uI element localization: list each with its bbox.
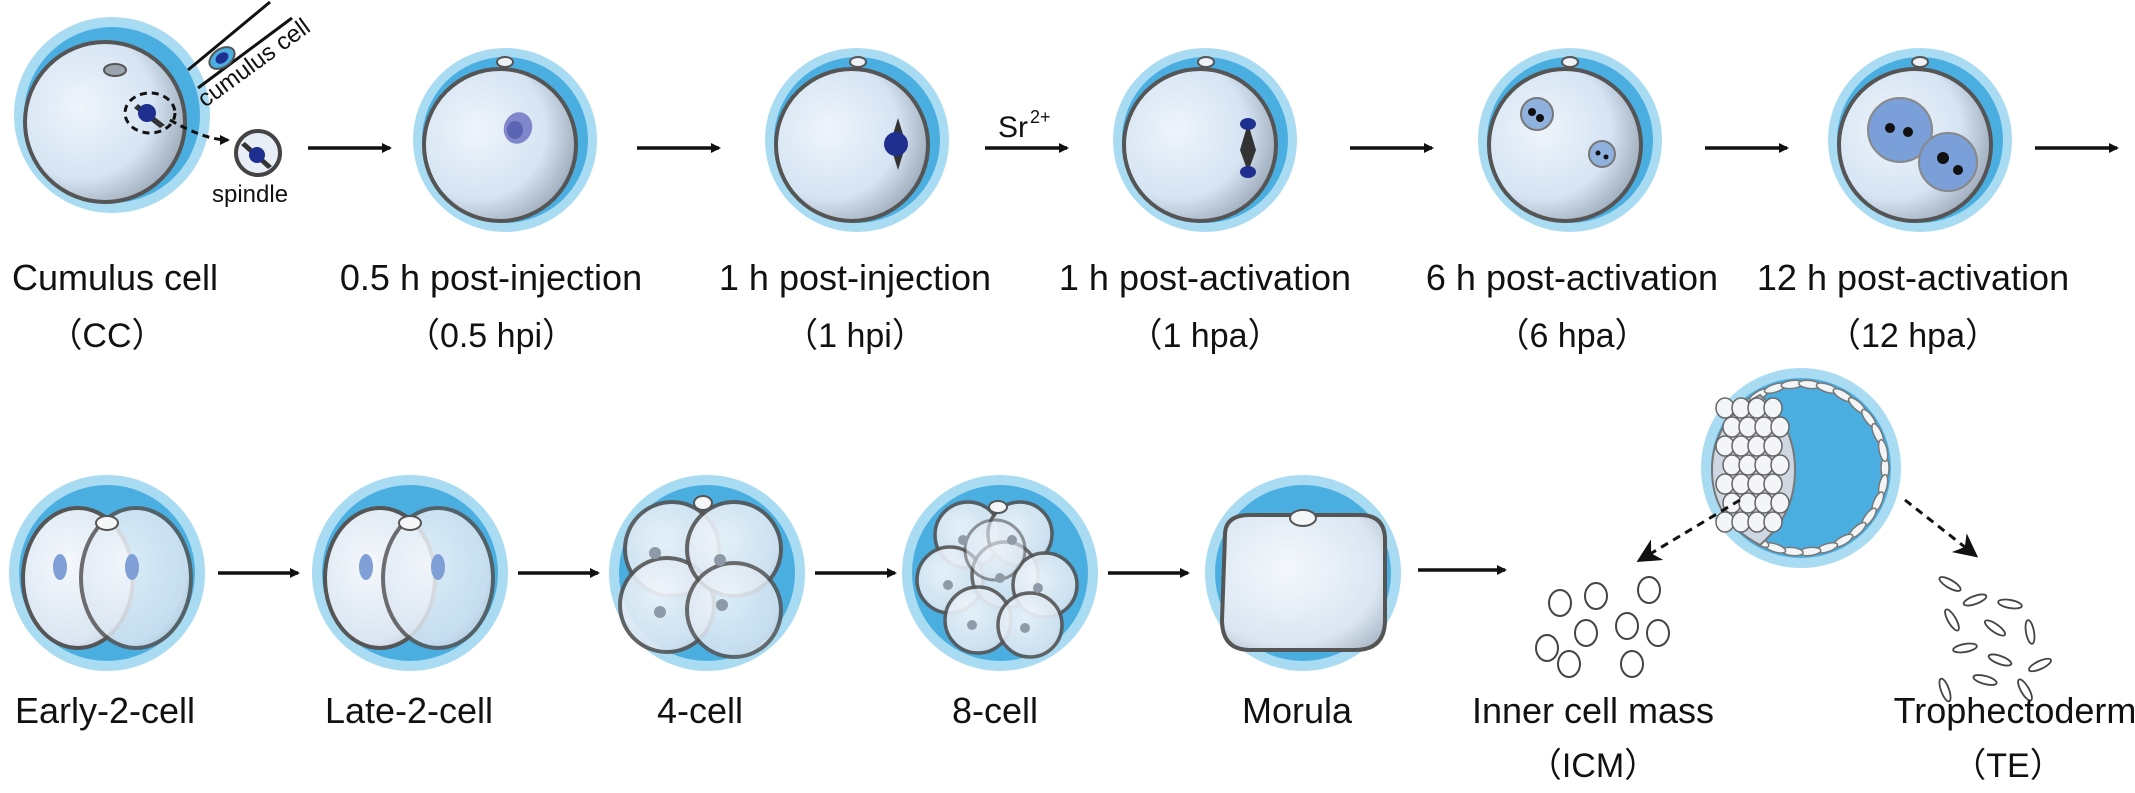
sublabel-te: （TE） bbox=[1952, 747, 2063, 785]
icm-cell-isolated bbox=[1535, 634, 1559, 662]
icm-cell bbox=[1770, 416, 1790, 438]
stage-cumulus-cell: spindle cumulus cell bbox=[14, 0, 315, 213]
icm-cell bbox=[1763, 397, 1783, 419]
te-cell-isolated bbox=[1952, 642, 1978, 654]
stage-6-hpa bbox=[1478, 48, 1662, 232]
stage-0-5-hpi bbox=[413, 48, 597, 232]
cumulus-cell-inset: cumulus cell bbox=[187, 0, 315, 113]
label-morula: Morula bbox=[1242, 690, 1353, 731]
icm-isolated-cells bbox=[1535, 576, 1670, 678]
sublabel-cc: （CC） bbox=[48, 317, 165, 355]
icm-cell-isolated bbox=[1557, 650, 1581, 678]
stage-8-cell bbox=[902, 475, 1098, 671]
spindle-selection-circle bbox=[123, 91, 177, 135]
row1-labels: Cumulus cell （CC） 0.5 h post-injection （… bbox=[12, 257, 2069, 355]
te-cell-isolated bbox=[2028, 657, 2052, 673]
strontium-charge: 2+ bbox=[1030, 107, 1051, 127]
stage-morula bbox=[1205, 475, 1401, 671]
te-ring-cell bbox=[1877, 438, 1889, 463]
sublabel-0-5-hpi: （0.5 hpi） bbox=[406, 317, 576, 355]
stage-late-2-cell bbox=[312, 475, 508, 671]
label-cumulus-cell: Cumulus cell bbox=[12, 257, 218, 298]
icm-cell-isolated bbox=[1620, 650, 1644, 678]
row2-labels: Early-2-cell Late-2-cell 4-cell 8-cell M… bbox=[15, 690, 2135, 785]
sublabel-12-hpa: （12 hpa） bbox=[1827, 317, 1999, 355]
strontium-activation: Sr 2+ bbox=[985, 107, 1069, 153]
te-cell-isolated bbox=[1938, 576, 1962, 592]
icm-cell bbox=[1763, 473, 1783, 495]
sublabel-icm: （ICM） bbox=[1528, 747, 1658, 785]
icm-cell-isolated bbox=[1615, 612, 1639, 640]
arrow-to-icm bbox=[1636, 498, 1741, 563]
icm-cell bbox=[1770, 492, 1790, 514]
te-cell-isolated bbox=[1997, 598, 2023, 610]
stage-12-hpa bbox=[1828, 48, 2012, 232]
te-cell-isolated bbox=[1984, 619, 2006, 637]
te-cell-isolated bbox=[2024, 619, 2036, 645]
label-4-cell: 4-cell bbox=[657, 690, 743, 731]
spindle-label: spindle bbox=[212, 181, 288, 208]
strontium-label: Sr bbox=[998, 111, 1028, 144]
icm-cell bbox=[1770, 454, 1790, 476]
label-0-5-hpi: 0.5 h post-injection bbox=[340, 257, 642, 298]
te-cell-isolated bbox=[1944, 608, 1960, 632]
label-8-cell: 8-cell bbox=[952, 690, 1038, 731]
icm-cell bbox=[1763, 435, 1783, 457]
label-12-hpa: 12 h post-activation bbox=[1757, 257, 2069, 298]
sublabel-1-hpa: （1 hpa） bbox=[1128, 317, 1281, 355]
te-cell-isolated bbox=[1962, 593, 1988, 607]
stage-1-hpa bbox=[1113, 48, 1297, 232]
label-1-hpa: 1 h post-activation bbox=[1059, 257, 1351, 298]
icm-cell-isolated bbox=[1637, 576, 1661, 604]
label-1-hpi: 1 h post-injection bbox=[719, 257, 991, 298]
icm-cell-isolated bbox=[1548, 589, 1572, 617]
te-cell-isolated bbox=[1972, 674, 1998, 686]
stage-early-2-cell bbox=[9, 475, 205, 671]
sublabel-6-hpa: （6 hpa） bbox=[1495, 317, 1648, 355]
icm-cell-isolated bbox=[1646, 619, 1670, 647]
te-isolated-cells bbox=[1938, 576, 2052, 703]
icm-cell-isolated bbox=[1574, 619, 1598, 647]
te-cell-isolated bbox=[1987, 653, 2013, 667]
te-cell-isolated bbox=[2017, 678, 2033, 702]
icm-cell-isolated bbox=[1584, 582, 1608, 610]
sublabel-1-hpi: （1 hpi） bbox=[784, 317, 926, 355]
stage-blastocyst bbox=[1701, 368, 1901, 568]
stage-1-hpi bbox=[765, 48, 949, 232]
label-early-2-cell: Early-2-cell bbox=[15, 690, 195, 731]
label-6-hpa: 6 h post-activation bbox=[1426, 257, 1718, 298]
label-icm: Inner cell mass bbox=[1472, 690, 1714, 731]
icm-cell bbox=[1763, 511, 1783, 533]
label-late-2-cell: Late-2-cell bbox=[325, 690, 493, 731]
stage-4-cell bbox=[609, 475, 805, 671]
spindle-pointer-arrow bbox=[169, 118, 230, 145]
inner-cell-mass-cluster bbox=[1710, 393, 1797, 547]
te-cell-isolated bbox=[1938, 677, 1952, 703]
label-te: Trophectoderm bbox=[1894, 690, 2135, 731]
arrow-to-te bbox=[1904, 498, 1979, 558]
